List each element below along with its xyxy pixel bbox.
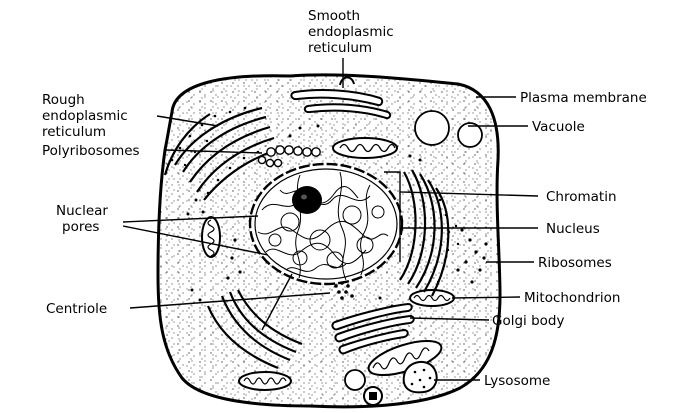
label-mitochondrion: Mitochondrion <box>524 290 620 306</box>
nucleolus-shape <box>292 186 322 214</box>
lysosome-shape <box>404 362 437 392</box>
label-lysosome: Lysosome <box>484 373 550 389</box>
mitochondrion-right <box>410 290 454 306</box>
bottom-vesicle-shape <box>364 387 382 405</box>
label-smooth-er-line-2: endoplasmic <box>308 24 394 40</box>
label-rough-er: Rough endoplasmic reticulum <box>42 92 132 140</box>
nucleus-shape <box>250 164 402 284</box>
label-smooth-er-line-3: reticulum <box>308 40 372 56</box>
mitochondrion-top <box>333 138 397 158</box>
label-rough-er-line-2: endoplasmic <box>42 108 128 124</box>
label-nuclear-pores: Nuclear pores <box>56 203 112 235</box>
label-nuclear-pores-line-1: Nuclear <box>56 203 108 219</box>
label-nucleus: Nucleus <box>546 221 600 237</box>
leader-mitochondrion <box>452 297 520 298</box>
label-smooth-er-line-1: Smooth <box>308 8 360 24</box>
label-centriole: Centriole <box>46 301 107 317</box>
label-ribosomes: Ribosomes <box>538 255 612 271</box>
label-rough-er-line-1: Rough <box>42 92 85 108</box>
label-vacuole: Vacuole <box>532 119 585 135</box>
label-smooth-er: Smooth endoplasmic reticulum <box>308 8 398 56</box>
label-rough-er-line-3: reticulum <box>42 124 106 140</box>
label-nuclear-pores-line-2: pores <box>62 219 99 235</box>
label-golgi-body: Golgi body <box>492 313 564 329</box>
label-plasma-membrane: Plasma membrane <box>520 90 647 106</box>
mitochondrion-bottom <box>239 372 291 390</box>
label-polyribosomes: Polyribosomes <box>42 143 140 159</box>
label-chromatin: Chromatin <box>546 189 617 205</box>
mitochondrion-left <box>202 217 220 257</box>
